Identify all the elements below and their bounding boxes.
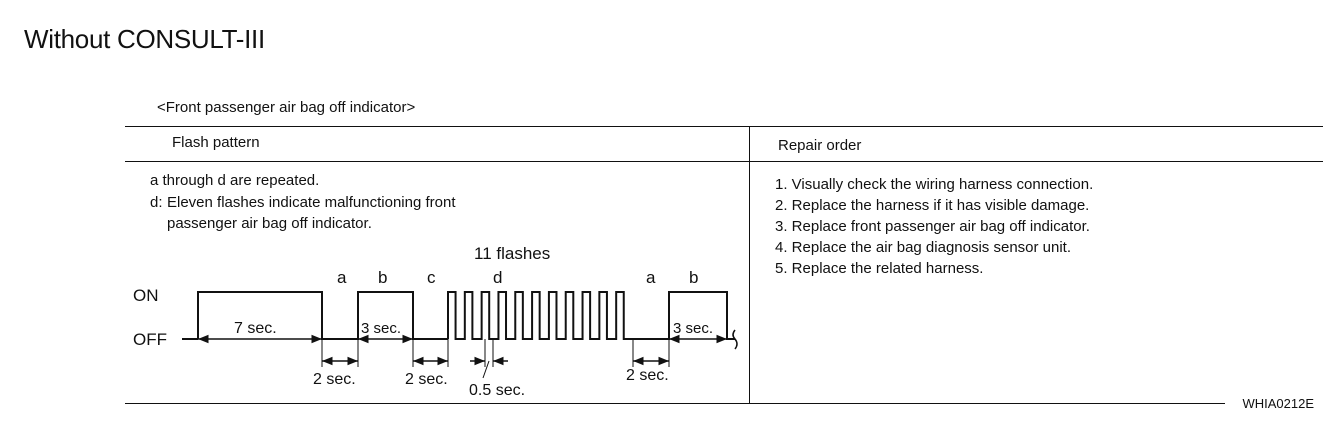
- figure-code: WHIA0212E: [1242, 396, 1314, 411]
- repair-order-header: Repair order: [778, 137, 862, 154]
- segment-letter-b: b: [689, 268, 698, 287]
- duration-0-5-sec: 0.5 sec.: [469, 382, 525, 399]
- duration-2-sec: 2 sec.: [626, 367, 669, 384]
- leader-line-0-5-sec: [482, 360, 490, 379]
- repair-step: 1. Visually check the wiring harness con…: [775, 176, 1094, 193]
- duration-2-sec: 2 sec.: [405, 371, 448, 388]
- flashes-label: 11 flashes: [474, 244, 550, 263]
- table-top-rule: [125, 126, 1323, 127]
- flash-pulses: [447, 291, 633, 340]
- duration-7-sec: 7 sec.: [234, 320, 277, 337]
- duration-3-sec: 3 sec.: [673, 320, 713, 337]
- duration-3-sec: 3 sec.: [361, 320, 401, 337]
- eleven-flashes-waveform: [447, 291, 633, 340]
- page-title: Without CONSULT-III: [24, 24, 265, 54]
- repair-step: 3. Replace front passenger air bag off i…: [775, 218, 1090, 235]
- table-bottom-rule: [125, 403, 1225, 404]
- extension-lines: [321, 339, 670, 367]
- break-mark-icon: [732, 329, 738, 350]
- segment-letter-a: a: [337, 268, 347, 287]
- table-header-rule: [125, 161, 1323, 162]
- segment-letter-b: b: [378, 268, 387, 287]
- segment-letter-d: d: [493, 268, 502, 287]
- segment-letter-c: c: [427, 268, 436, 287]
- duration-2-sec: 2 sec.: [313, 371, 356, 388]
- repair-order-list: 1. Visually check the wiring harness con…: [775, 174, 1093, 279]
- indicator-subtitle: <Front passenger air bag off indicator>: [157, 99, 416, 116]
- repair-step: 4. Replace the air bag diagnosis sensor …: [775, 239, 1072, 256]
- repair-step: 2. Replace the harness if it has visible…: [775, 197, 1090, 214]
- repair-step: 5. Replace the related harness.: [775, 260, 984, 277]
- note-line-1: a through d are repeated.: [150, 172, 320, 189]
- off-label: OFF: [133, 330, 167, 349]
- note-line-2: Eleven flashes indicate malfunctioning f…: [167, 194, 456, 211]
- on-label: ON: [133, 286, 159, 305]
- note-line-3: passenger air bag off indicator.: [167, 215, 372, 232]
- waveform-tail: [633, 291, 735, 340]
- table-column-divider: [749, 126, 750, 403]
- flash-pattern-header: Flash pattern: [172, 134, 260, 151]
- segment-letter-a: a: [646, 268, 656, 287]
- note-line-2-prefix: d:: [150, 194, 163, 211]
